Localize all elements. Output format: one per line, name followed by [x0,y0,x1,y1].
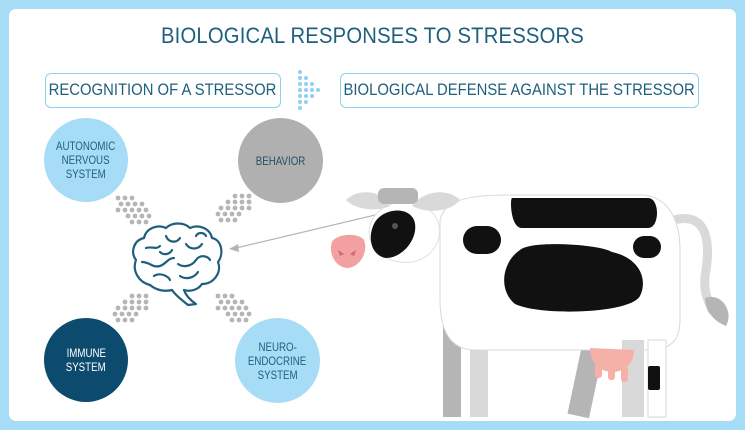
cow-illustration [331,188,729,418]
brain-icon [133,224,221,306]
immune-label-line-2: SYSTEM [66,360,106,374]
defense-step-label: BIOLOGICAL DEFENSE AGAINST THE STRESSOR [340,73,699,108]
behavior-label: BEHAVIOR [256,154,306,168]
defense-step-text: BIOLOGICAL DEFENSE AGAINST THE STRESSOR [344,81,695,100]
immune-label-line-1: IMMUNE [66,346,105,360]
dotted-connector-top-right [216,194,252,223]
recognition-step-text: RECOGNITION OF A STRESSOR [49,81,277,100]
dotted-connector-bottom-left [113,294,149,323]
dotted-connector-bottom-right [216,294,252,323]
autonomic-label-line-2: NERVOUS [62,153,110,167]
autonomic-nervous-system-node: AUTONOMIC NERVOUS SYSTEM [44,118,128,202]
autonomic-label-line-1: AUTONOMIC [56,139,115,153]
neuroendocrine-label-line-2: ENDOCRINE [248,354,306,368]
neuroendocrine-label-line-3: SYSTEM [258,368,298,382]
behavior-node: BEHAVIOR [238,118,323,203]
neuroendocrine-label-line-1: NEURO- [258,340,296,354]
dotted-connector-top-left [116,196,152,225]
dotted-chevron-arrow-icon [298,70,320,110]
page-title: BIOLOGICAL RESPONSES TO STRESSORS [30,23,715,49]
neuroendocrine-system-node: NEURO- ENDOCRINE SYSTEM [235,318,320,403]
immune-system-node: IMMUNE SYSTEM [44,318,128,402]
recognition-step-label: RECOGNITION OF A STRESSOR [45,73,281,108]
autonomic-label-line-3: SYSTEM [66,167,106,181]
